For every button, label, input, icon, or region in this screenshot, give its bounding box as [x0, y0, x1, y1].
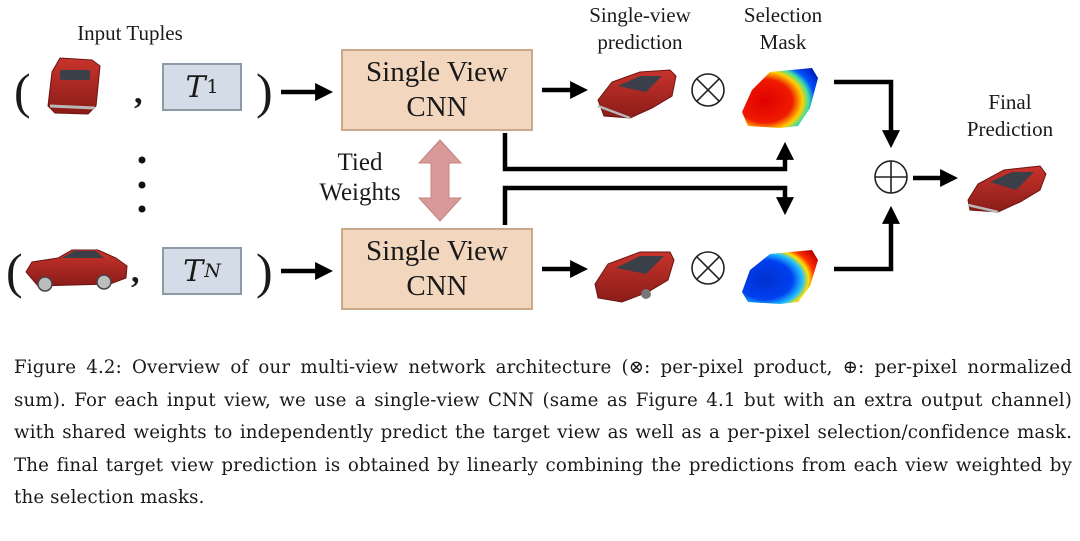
ellipsis-dot [138, 181, 146, 189]
sum-operator-icon [874, 160, 908, 194]
mask-connector-n [502, 185, 794, 225]
cnn-label-line2: CNN [406, 91, 468, 123]
mask-header-line1: Selection [743, 3, 823, 27]
tied-label-line1: Tied [337, 149, 383, 176]
final-header-line2: Prediction [966, 117, 1054, 141]
cnn-label-line1: Single View [366, 56, 508, 88]
input-tuples-label: Input Tuples [77, 21, 183, 45]
cnn-label-line2: CNN [406, 270, 468, 302]
sum-connector-1 [834, 79, 900, 149]
input-car-image-n [25, 249, 128, 292]
close-paren-1: ) [256, 63, 273, 119]
open-paren-1: ( [14, 63, 31, 119]
cnn-label-line1: Single View [366, 235, 508, 267]
final-car-image [967, 165, 1047, 214]
single-view-cnn-box-n: Single View CNN [341, 228, 533, 310]
final-prediction-header: Final Prediction [950, 89, 1070, 143]
tied-weights-label: Tied Weights [300, 148, 420, 208]
prediction-header-line1: Single-view [589, 3, 691, 27]
product-operator-icon [691, 251, 725, 285]
final-header-line1: Final [988, 90, 1032, 114]
open-paren-n: ( [6, 243, 23, 299]
comma-n: , [131, 253, 140, 290]
prediction-car-image-1 [597, 69, 677, 120]
figure-caption: Figure 4.2: Overview of our multi-view n… [14, 352, 1072, 515]
input-car-image-1 [47, 57, 101, 115]
selection-mask-header: Selection Mask [728, 2, 838, 56]
architecture-diagram [25, 57, 1047, 304]
selection-mask-image-1 [742, 68, 818, 128]
ellipsis-dot [138, 156, 146, 164]
pose-subscript: 1 [206, 76, 219, 98]
comma-1: , [134, 74, 143, 111]
caption-text: Figure 4.2: Overview of our multi-view n… [14, 357, 1072, 509]
single-view-prediction-header: Single-view prediction [570, 2, 710, 56]
ellipsis-dot [138, 205, 146, 213]
pose-symbol: T [185, 69, 206, 105]
sum-connector-n [834, 205, 900, 272]
prediction-header-line2: prediction [597, 30, 683, 54]
pose-symbol: T [183, 253, 204, 289]
mask-connector-1 [502, 133, 794, 172]
close-paren-n: ) [256, 243, 273, 299]
tied-label-line2: Weights [319, 179, 401, 206]
product-operator-icon [691, 73, 725, 107]
tied-weights-arrow [417, 139, 463, 222]
prediction-car-image-n [594, 251, 675, 303]
single-view-cnn-box-1: Single View CNN [341, 49, 533, 131]
selection-mask-image-n [742, 250, 818, 304]
pose-subscript: N [204, 260, 221, 282]
mask-header-line2: Mask [759, 30, 807, 54]
